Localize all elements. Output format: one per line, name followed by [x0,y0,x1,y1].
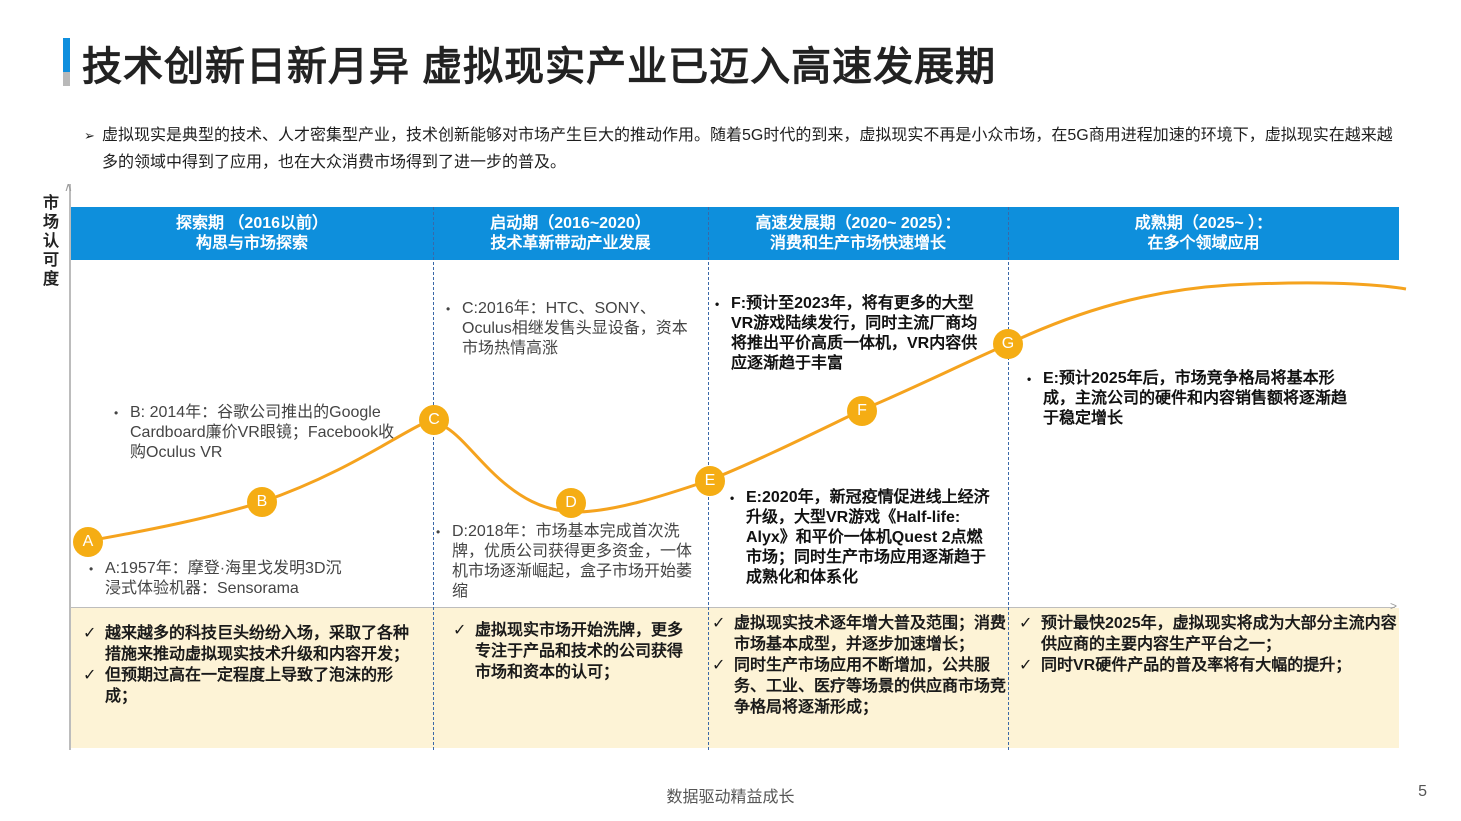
summary-item: ✓同时VR硬件产品的普及率将有大幅的提升； [1019,657,1352,674]
bottom-summary-band [71,608,1399,748]
milestone-note-a: • A:1957年：摩登·海里戈发明3D沉浸式体验机器：Sensorama [89,560,342,597]
title-accent-bar-shadow [63,72,70,86]
phase-title: 成熟期（2025~ ）： [1134,214,1273,232]
milestone-marker-g: G [993,329,1023,359]
summary-item: ✓但预期过高在一定程度上导致了泡沫的形成； [83,667,394,705]
phase-header: 探索期 （2016以前） 构思与市场探索 启动期（2016~2020） 技术革新… [71,207,1399,260]
summary-exploration: ✓越来越多的科技巨头纷纷入场，采取了各种措施来推动虚拟现实技术升级和内容开发； … [83,623,413,707]
milestone-note-e-2025: • E:预计2025年后，市场竞争格局将基本形成，主流公司的硬件和内容销售额将逐… [1027,370,1348,427]
bullet-icon: • [730,491,735,505]
phase-subtitle: 技术革新带动产业发展 [490,234,651,252]
check-icon: ✓ [453,622,467,639]
summary-item: ✓虚拟现实技术逐年增大普及范围；消费市场基本成型，并逐步加速增长； [712,615,1007,653]
intro-paragraph: ➢ 虚拟现实是典型的技术、人才密集型产业，技术创新能够对市场产生巨大的推动作用。… [84,122,1404,176]
milestone-note-e-2020: • E:2020年，新冠疫情促进线上经济升级，大型VR游戏《Half-life:… [730,489,990,586]
phase-title: 启动期（2016~2020） [490,214,651,232]
phase-subtitle: 在多个领域应用 [1147,234,1260,252]
footer-slogan: 数据驱动精益成长 [666,789,795,806]
milestone-marker-d: D [556,488,586,518]
phase-title: 高速发展期（2020~ 2025）： [755,214,961,232]
growth-curve-path [87,281,1407,543]
phase-subtitle: 消费和生产市场快速增长 [769,234,946,252]
bullet-icon: • [715,297,720,311]
bullet-icon: • [89,562,94,576]
summary-startup: ✓虚拟现实市场开始洗牌，更多专注于产品和技术的公司获得市场和资本的认可； [453,620,693,683]
phase-maturity: 成熟期（2025~ ）： 在多个领域应用 [1008,207,1399,260]
arrow-bullet-icon: ➢ [84,128,95,143]
bullet-icon: • [114,406,119,420]
summary-item: ✓越来越多的科技巨头纷纷入场，采取了各种措施来推动虚拟现实技术升级和内容开发； [83,625,410,663]
x-axis-arrow-icon: > [1390,599,1398,613]
bullet-icon: • [1027,372,1032,386]
bullet-icon: • [436,525,441,539]
intro-text: 虚拟现实是典型的技术、人才密集型产业，技术创新能够对市场产生巨大的推动作用。随着… [102,127,1393,171]
check-icon: ✓ [712,615,726,632]
page-title: 技术创新日新月异 虚拟现实产业已迈入高速发展期 [82,45,997,89]
check-icon: ✓ [83,625,97,642]
check-icon: ✓ [1019,615,1033,632]
milestone-note-f: • F:预计至2023年，将有更多的大型VR游戏陆续发行，同时主流厂商均将推出平… [715,295,978,372]
bullet-icon: • [446,302,451,316]
phase-divider [1008,207,1009,750]
y-axis-label: 市场认可度 [42,195,59,288]
summary-item: ✓预计最快2025年，虚拟现实将成为大部分主流内容供应商的主要内容生产平台之一； [1019,615,1397,653]
milestone-marker-e: E [695,466,725,496]
milestone-marker-a: A [73,527,103,557]
summary-item: ✓虚拟现实市场开始洗牌，更多专注于产品和技术的公司获得市场和资本的认可； [453,622,684,681]
summary-maturity: ✓预计最快2025年，虚拟现实将成为大部分主流内容供应商的主要内容生产平台之一；… [1019,613,1399,676]
phase-divider [433,207,434,750]
check-icon: ✓ [83,667,97,684]
y-axis-line [69,184,71,750]
check-icon: ✓ [712,657,726,674]
title-accent-bar [63,38,70,86]
phase-growth: 高速发展期（2020~ 2025）： 消费和生产市场快速增长 [708,207,1008,260]
phase-exploration: 探索期 （2016以前） 构思与市场探索 [71,207,433,260]
summary-item: ✓同时生产市场应用不断增加，公共服务、工业、医疗等场景的供应商市场竞争格局将逐渐… [712,657,1007,716]
milestone-note-d: • D:2018年：市场基本完成首次洗牌，优质公司获得更多资金，一体机市场逐渐崛… [436,523,693,600]
phase-startup: 启动期（2016~2020） 技术革新带动产业发展 [433,207,708,260]
x-axis-line [71,607,1395,608]
milestone-marker-f: F [847,396,877,426]
phase-title: 探索期 （2016以前） [175,214,329,232]
milestone-note-b: • B: 2014年：谷歌公司推出的Google Cardboard廉价VR眼镜… [114,404,395,461]
milestone-marker-b: B [247,487,277,517]
check-icon: ✓ [1019,657,1033,674]
y-axis-arrow-icon: ∧ [64,180,73,194]
milestone-note-c: • C:2016年：HTC、SONY、Oculus相继发售头显设备，资本市场热情… [446,300,688,357]
phase-subtitle: 构思与市场探索 [195,234,308,252]
milestone-marker-c: C [419,405,449,435]
page-number: 5 [1418,783,1427,800]
summary-growth: ✓虚拟现实技术逐年增大普及范围；消费市场基本成型，并逐步加速增长； ✓同时生产市… [712,613,1007,718]
